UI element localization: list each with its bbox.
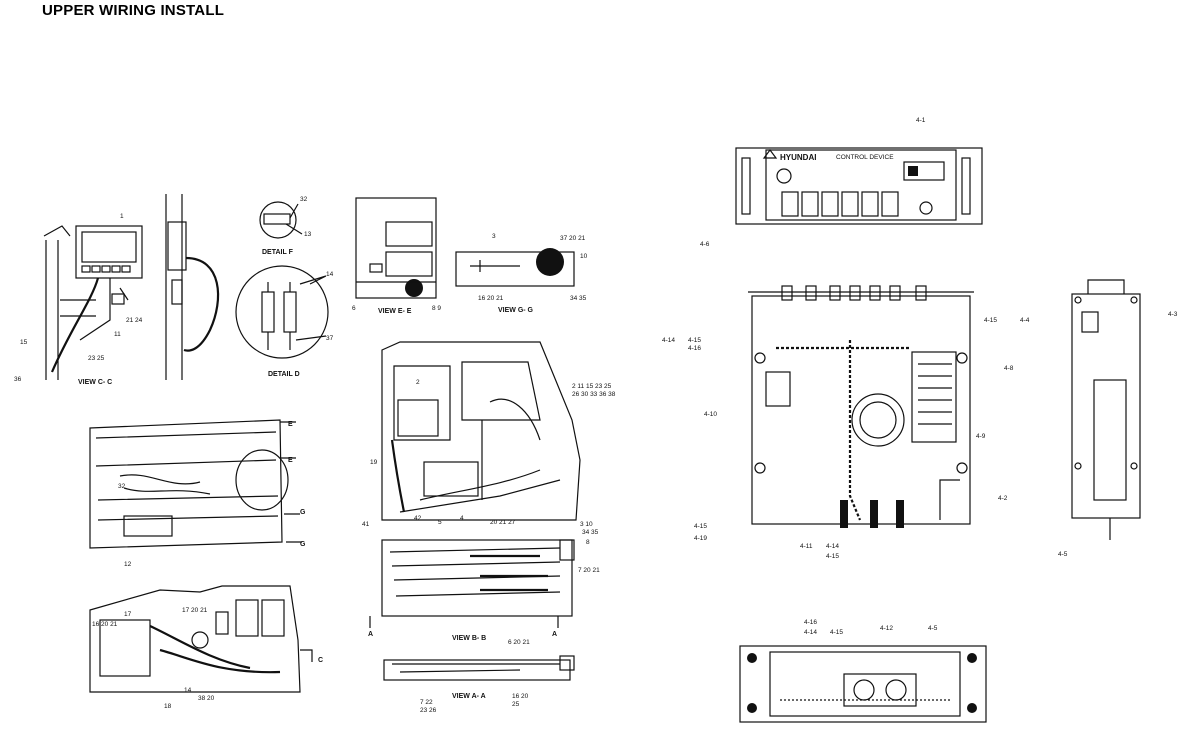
section-mark-a-left: A [368, 631, 373, 638]
callout-2-cab: 2 [416, 379, 420, 386]
callout-19: 19 [370, 459, 378, 466]
callout-38-20: 38 20 [198, 695, 215, 702]
callout-3: 3 [492, 233, 496, 240]
callout-16-20-21: 16 20 21 [478, 295, 504, 302]
callout-4-2: 4-2 [998, 495, 1008, 502]
callout-4-12: 4-12 [880, 625, 893, 632]
callout-4-11: 4-11 [800, 543, 813, 550]
callout-23-25: 23 25 [88, 355, 105, 362]
callout-8: 8 [586, 539, 590, 546]
callout-17-20-21: 17 20 21 [182, 607, 208, 614]
callout-16-20-21-b: 16 20 21 [92, 621, 118, 628]
callout-4-3: 4-3 [1168, 311, 1178, 318]
view-c-c [43, 225, 143, 380]
side-mount-view [165, 194, 220, 380]
callout-1: 1 [120, 213, 124, 220]
callout-32: 32 [300, 196, 308, 203]
callout-4-10: 4-10 [704, 411, 717, 418]
callout-11: 11 [114, 331, 121, 338]
callout-4-9: 4-9 [976, 433, 986, 440]
callout-4-4: 4-4 [1020, 317, 1030, 324]
callout-4: 4 [460, 515, 464, 522]
callout-8-9: 8 9 [432, 305, 441, 312]
callout-12: 12 [124, 561, 132, 568]
callout-15: 15 [20, 339, 28, 346]
detail-d-caption: DETAIL D [268, 371, 300, 378]
callout-4-14-c: 4-14 [804, 629, 817, 636]
view-a-a-caption: VIEW A- A [452, 693, 486, 700]
callout-5: 5 [438, 519, 442, 526]
panel-brand: HYUNDAI [780, 153, 816, 162]
callout-14: 14 [326, 271, 334, 278]
view-b-b-caption: VIEW B- B [452, 635, 486, 642]
view-a-a [383, 655, 575, 681]
view-c-c-caption: VIEW C- C [78, 379, 112, 386]
callout-25: 25 [512, 701, 520, 708]
callout-4-15-b: 4-15 [984, 317, 997, 324]
callout-4-8: 4-8 [1004, 365, 1014, 372]
callout-6: 6 [352, 305, 356, 312]
callout-4-5: 4-5 [1058, 551, 1068, 558]
callout-16-20: 16 20 [512, 693, 529, 700]
callout-4-15-e: 4-15 [830, 629, 843, 636]
callout-4-16: 4-16 [688, 345, 701, 352]
callout-41: 41 [362, 521, 370, 528]
machine-side-view [89, 585, 313, 693]
callout-3-10: 3 10 [580, 521, 593, 528]
callout-34-35-b: 34 35 [582, 529, 599, 536]
upper-structure-top-view [89, 419, 302, 549]
callout-4-15-d: 4-15 [826, 553, 839, 560]
callout-14-b: 14 [184, 687, 192, 694]
control-device-panel [735, 147, 983, 225]
control-device-bottom [739, 645, 987, 723]
view-g-g [455, 248, 575, 287]
view-b-b [369, 539, 575, 628]
detail-f-caption: DETAIL F [262, 249, 294, 256]
callout-7-20-21: 7 20 21 [578, 567, 600, 574]
callout-23-26: 23 26 [420, 707, 437, 714]
callout-4-14: 4-14 [662, 337, 675, 344]
page-title: UPPER WIRING INSTALL [42, 2, 225, 19]
detail-d [235, 265, 329, 359]
detail-f [259, 201, 303, 239]
cab-view [381, 341, 581, 521]
section-mark-a-right: A [552, 631, 557, 638]
callout-21-24: 21 24 [126, 317, 143, 324]
section-mark-g-top: G [300, 509, 306, 516]
callout-4-19: 4-19 [694, 535, 707, 542]
callout-36: 36 [14, 376, 22, 383]
view-e-e [355, 197, 437, 299]
callout-4-5-b: 4-5 [928, 625, 938, 632]
callout-20-21-27: 20 21 27 [490, 519, 516, 526]
section-mark-e-bottom: E [288, 457, 293, 464]
callout-32-top: 32 [118, 483, 126, 490]
callout-2-11-15: 2 11 15 23 25 [572, 383, 612, 390]
callout-17: 17 [124, 611, 132, 618]
callout-7-22: 7 22 [420, 699, 433, 706]
callout-37: 37 [326, 335, 334, 342]
control-device-internal [748, 285, 974, 528]
callout-4-14-b: 4-14 [826, 543, 839, 550]
callout-18: 18 [164, 703, 172, 710]
view-e-e-caption: VIEW E- E [378, 308, 412, 315]
section-mark-c: C [318, 657, 323, 664]
callout-4-1: 4-1 [916, 117, 926, 124]
view-g-g-caption: VIEW G- G [498, 307, 534, 314]
callout-42: 42 [414, 515, 422, 522]
callout-37-20-21: 37 20 21 [560, 235, 586, 242]
callout-4-16-b: 4-16 [804, 619, 817, 626]
section-mark-g-bottom: G [300, 541, 306, 548]
callout-4-15-a: 4-15 [688, 337, 701, 344]
callout-13: 13 [304, 231, 312, 238]
callout-26-30-33: 26 30 33 36 38 [572, 391, 616, 398]
callout-6-20-21: 6 20 21 [508, 639, 530, 646]
callout-34-35: 34 35 [570, 295, 587, 302]
section-mark-e-top: E [288, 421, 293, 428]
callout-4-6: 4-6 [700, 241, 710, 248]
callout-10: 10 [580, 253, 588, 260]
control-device-side [1071, 279, 1141, 540]
panel-subtitle: CONTROL DEVICE [836, 154, 894, 161]
callout-4-15-c: 4-15 [694, 523, 707, 530]
